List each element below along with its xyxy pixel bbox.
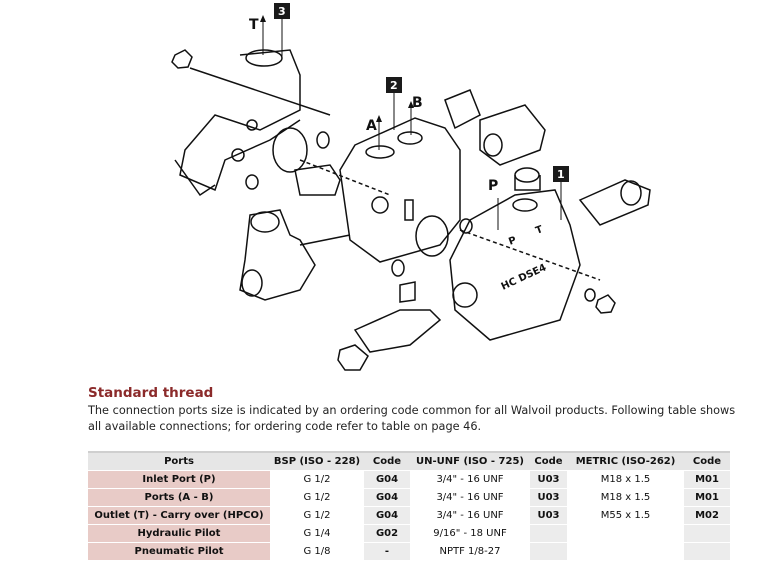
body-marking-p: P bbox=[507, 235, 518, 248]
port-name: Outlet (T) - Carry over (HPCO) bbox=[88, 506, 270, 525]
bsp-code: G04 bbox=[364, 488, 410, 507]
header-metric: METRIC (ISO-262) bbox=[567, 451, 684, 471]
unf-size: NPTF 1/8-27 bbox=[410, 542, 530, 561]
metric-size: M55 x 1.5 bbox=[567, 506, 684, 525]
metric-code: M01 bbox=[684, 488, 730, 507]
bsp-size: G 1/8 bbox=[270, 542, 364, 561]
thread-table: Ports BSP (ISO - 228) Code UN-UNF (ISO -… bbox=[88, 451, 730, 561]
body-marking-model: HC DSE4 bbox=[500, 262, 549, 292]
section-title: Standard thread bbox=[88, 385, 214, 401]
bsp-code: - bbox=[364, 542, 410, 561]
valve-parts bbox=[171, 49, 651, 371]
port-label-a: A bbox=[366, 115, 382, 150]
svg-text:B: B bbox=[412, 95, 423, 111]
unf-code bbox=[530, 524, 567, 543]
bsp-size: G 1/2 bbox=[270, 470, 364, 489]
svg-text:A: A bbox=[366, 118, 377, 134]
svg-text:1: 1 bbox=[557, 168, 565, 181]
port-name: Hydraulic Pilot bbox=[88, 524, 270, 543]
unf-size: 3/4" - 16 UNF bbox=[410, 470, 530, 489]
port-label-b: B bbox=[408, 95, 423, 135]
metric-code: M01 bbox=[684, 470, 730, 489]
section-description: The connection ports size is indicated b… bbox=[88, 404, 736, 433]
port-name: Inlet Port (P) bbox=[88, 470, 270, 489]
unf-size: 3/4" - 16 UNF bbox=[410, 506, 530, 525]
header-unf-code: Code bbox=[530, 451, 567, 471]
bsp-code: G04 bbox=[364, 506, 410, 525]
unf-code: U03 bbox=[530, 506, 567, 525]
bsp-code: G02 bbox=[364, 524, 410, 543]
svg-text:3: 3 bbox=[278, 5, 286, 18]
unf-code bbox=[530, 542, 567, 561]
unf-code: U03 bbox=[530, 488, 567, 507]
bsp-code: G04 bbox=[364, 470, 410, 489]
valve-exploded-diagram: P T HC DSE4 T A B P 3 2 1 bbox=[171, 3, 651, 371]
metric-size bbox=[567, 524, 684, 543]
callout-3: 3 bbox=[274, 3, 290, 57]
table-header-row: Ports BSP (ISO - 228) Code UN-UNF (ISO -… bbox=[88, 451, 730, 471]
metric-code: M02 bbox=[684, 506, 730, 525]
metric-size: M18 x 1.5 bbox=[567, 470, 684, 489]
unf-code: U03 bbox=[530, 470, 567, 489]
header-unf: UN-UNF (ISO - 725) bbox=[410, 451, 530, 471]
unf-size: 3/4" - 16 UNF bbox=[410, 488, 530, 507]
metric-size: M18 x 1.5 bbox=[567, 488, 684, 507]
svg-text:P: P bbox=[488, 178, 498, 194]
header-bsp-code: Code bbox=[364, 451, 410, 471]
port-name: Ports (A - B) bbox=[88, 488, 270, 507]
callout-1: 1 bbox=[553, 166, 569, 220]
header-metric-code: Code bbox=[684, 451, 730, 471]
unf-size: 9/16" - 18 UNF bbox=[410, 524, 530, 543]
port-label-p: P bbox=[488, 178, 499, 230]
body-marking-t: T bbox=[534, 224, 544, 237]
metric-code bbox=[684, 524, 730, 543]
port-name: Pneumatic Pilot bbox=[88, 542, 270, 561]
bsp-size: G 1/4 bbox=[270, 524, 364, 543]
bsp-size: G 1/2 bbox=[270, 506, 364, 525]
header-bsp: BSP (ISO - 228) bbox=[270, 451, 364, 471]
metric-size bbox=[567, 542, 684, 561]
callout-2: 2 bbox=[386, 77, 402, 130]
port-label-t: T bbox=[249, 15, 266, 55]
svg-text:T: T bbox=[249, 17, 259, 33]
bsp-size: G 1/2 bbox=[270, 488, 364, 507]
metric-code bbox=[684, 542, 730, 561]
svg-text:2: 2 bbox=[390, 79, 398, 92]
header-ports: Ports bbox=[88, 451, 270, 471]
